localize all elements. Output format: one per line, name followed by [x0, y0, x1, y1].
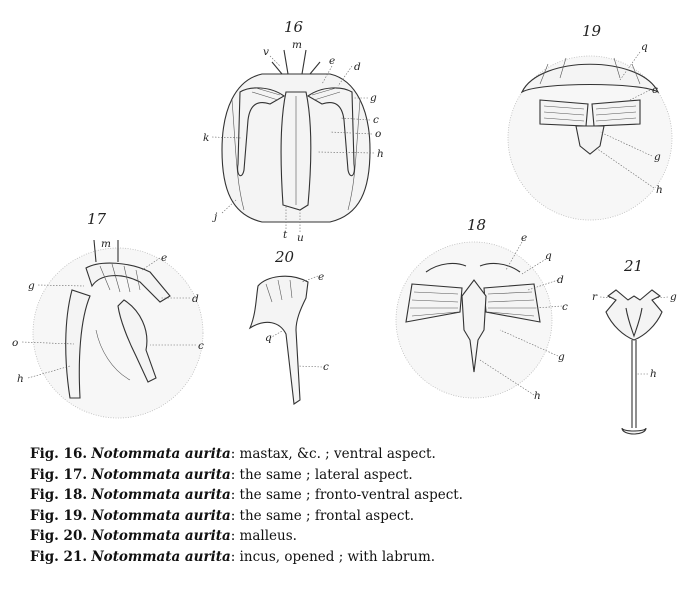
figure-16-label-h: h	[377, 148, 384, 160]
figure-16-label-c: c	[373, 114, 379, 126]
caption-text: : malleus.	[230, 528, 297, 544]
figure-16-label-v: v	[263, 46, 269, 58]
figure-16-number: 16	[284, 18, 304, 36]
figure-20-outline	[248, 275, 309, 405]
caption-text: : the same ; lateral aspect.	[230, 466, 413, 483]
figure-17-label-h: h	[17, 373, 24, 385]
figure-18-label-d: d	[557, 274, 564, 286]
figure-21-outline	[605, 289, 663, 341]
figure-16-label-d: d	[354, 61, 361, 73]
figure-17-number: 17	[87, 210, 107, 228]
figure-18-label-h: h	[534, 390, 541, 402]
caption-species: Notommata aurita	[91, 487, 231, 503]
figure-16-label-j: j	[212, 211, 218, 223]
figure-18-label-e: e	[521, 232, 527, 244]
caption-fig-16: Fig. 16. Notommata aurita: mastax, &c. ;…	[30, 444, 690, 465]
figure-19-label-q: q	[641, 41, 648, 53]
figure-17-label-e: e	[161, 252, 167, 264]
figure-16-label-o: o	[375, 128, 381, 140]
figure-16-label-t: t	[283, 229, 288, 241]
caption-species: Notommata aurita	[91, 528, 231, 544]
figure-19-label-g: g	[654, 151, 661, 163]
figure-16-label-e: e	[329, 55, 335, 67]
caption-fig-number: Fig. 17.	[30, 466, 88, 483]
caption-text: : the same ; fronto-ventral aspect.	[230, 487, 463, 503]
figure-20-label-e: e	[318, 271, 324, 283]
caption-fig-number: Fig. 20.	[30, 528, 88, 544]
caption-species: Notommata aurita	[91, 507, 231, 524]
caption-species: Notommata aurita	[91, 446, 231, 462]
caption-text: : mastax, &c. ; ventral aspect.	[230, 446, 436, 462]
figure-17-label-g: g	[28, 280, 35, 292]
figure-20-label-c: c	[323, 361, 329, 373]
figure-18: 18 e q d c g h	[395, 216, 568, 402]
caption-fig-number: Fig. 19.	[30, 507, 88, 524]
caption-text: : the same ; frontal aspect.	[230, 507, 415, 524]
caption-text: : incus, opened ; with labrum.	[230, 548, 436, 565]
figure-20-number: 20	[274, 248, 295, 266]
figure-19-number: 19	[582, 22, 602, 40]
figure-19-label-h: h	[656, 184, 663, 196]
caption-species: Notommata aurita	[91, 466, 231, 483]
figure-17-label-d: d	[192, 293, 199, 305]
figure-17-label-o: o	[12, 337, 18, 349]
caption-species: Notommata aurita	[91, 548, 231, 565]
figure-20: 20 e q c	[248, 248, 329, 405]
figure-21: 21 r g h	[592, 257, 677, 435]
figure-19: 19 q c g h	[507, 22, 673, 221]
figure-21-number: 21	[623, 257, 643, 275]
figure-16-label-u: u	[297, 232, 304, 244]
figure-21-label-h: h	[650, 368, 657, 380]
caption-fig-number: Fig. 16.	[30, 446, 88, 462]
figure-18-label-g: g	[558, 351, 565, 363]
caption-fig-19: Fig. 19. Notommata aurita: the same ; fr…	[30, 506, 690, 527]
figure-21-label-g: g	[670, 291, 677, 303]
caption-fig-number: Fig. 18.	[30, 487, 88, 503]
figure-16: 16 v m e d g c o h k j t u	[203, 18, 384, 244]
figure-17: 17 m e g d o c h	[12, 210, 204, 419]
figure-18-number: 18	[467, 216, 486, 234]
caption-fig-18: Fig. 18. Notommata aurita: the same ; fr…	[30, 485, 690, 506]
figure-19-label-c: c	[652, 84, 658, 96]
caption-fig-17: Fig. 17. Notommata aurita: the same ; la…	[30, 465, 690, 486]
figure-20-label-q: q	[265, 332, 272, 344]
figure-17-label-m: m	[101, 238, 111, 250]
figure-16-label-m: m	[292, 39, 302, 51]
figure-16-label-k: k	[203, 132, 209, 144]
caption-fig-20: Fig. 20. Notommata aurita: malleus.	[30, 526, 690, 547]
figure-18-label-c: c	[562, 301, 568, 313]
figure-21-label-r: r	[592, 291, 598, 303]
figure-16-label-g: g	[370, 92, 377, 104]
caption-fig-number: Fig. 21.	[30, 548, 88, 565]
caption-fig-21: Fig. 21. Notommata aurita: incus, opened…	[30, 547, 690, 568]
caption-list: Fig. 16. Notommata aurita: mastax, &c. ;…	[30, 444, 690, 567]
figure-18-label-q: q	[545, 250, 552, 262]
figure-17-label-c: c	[198, 340, 204, 352]
